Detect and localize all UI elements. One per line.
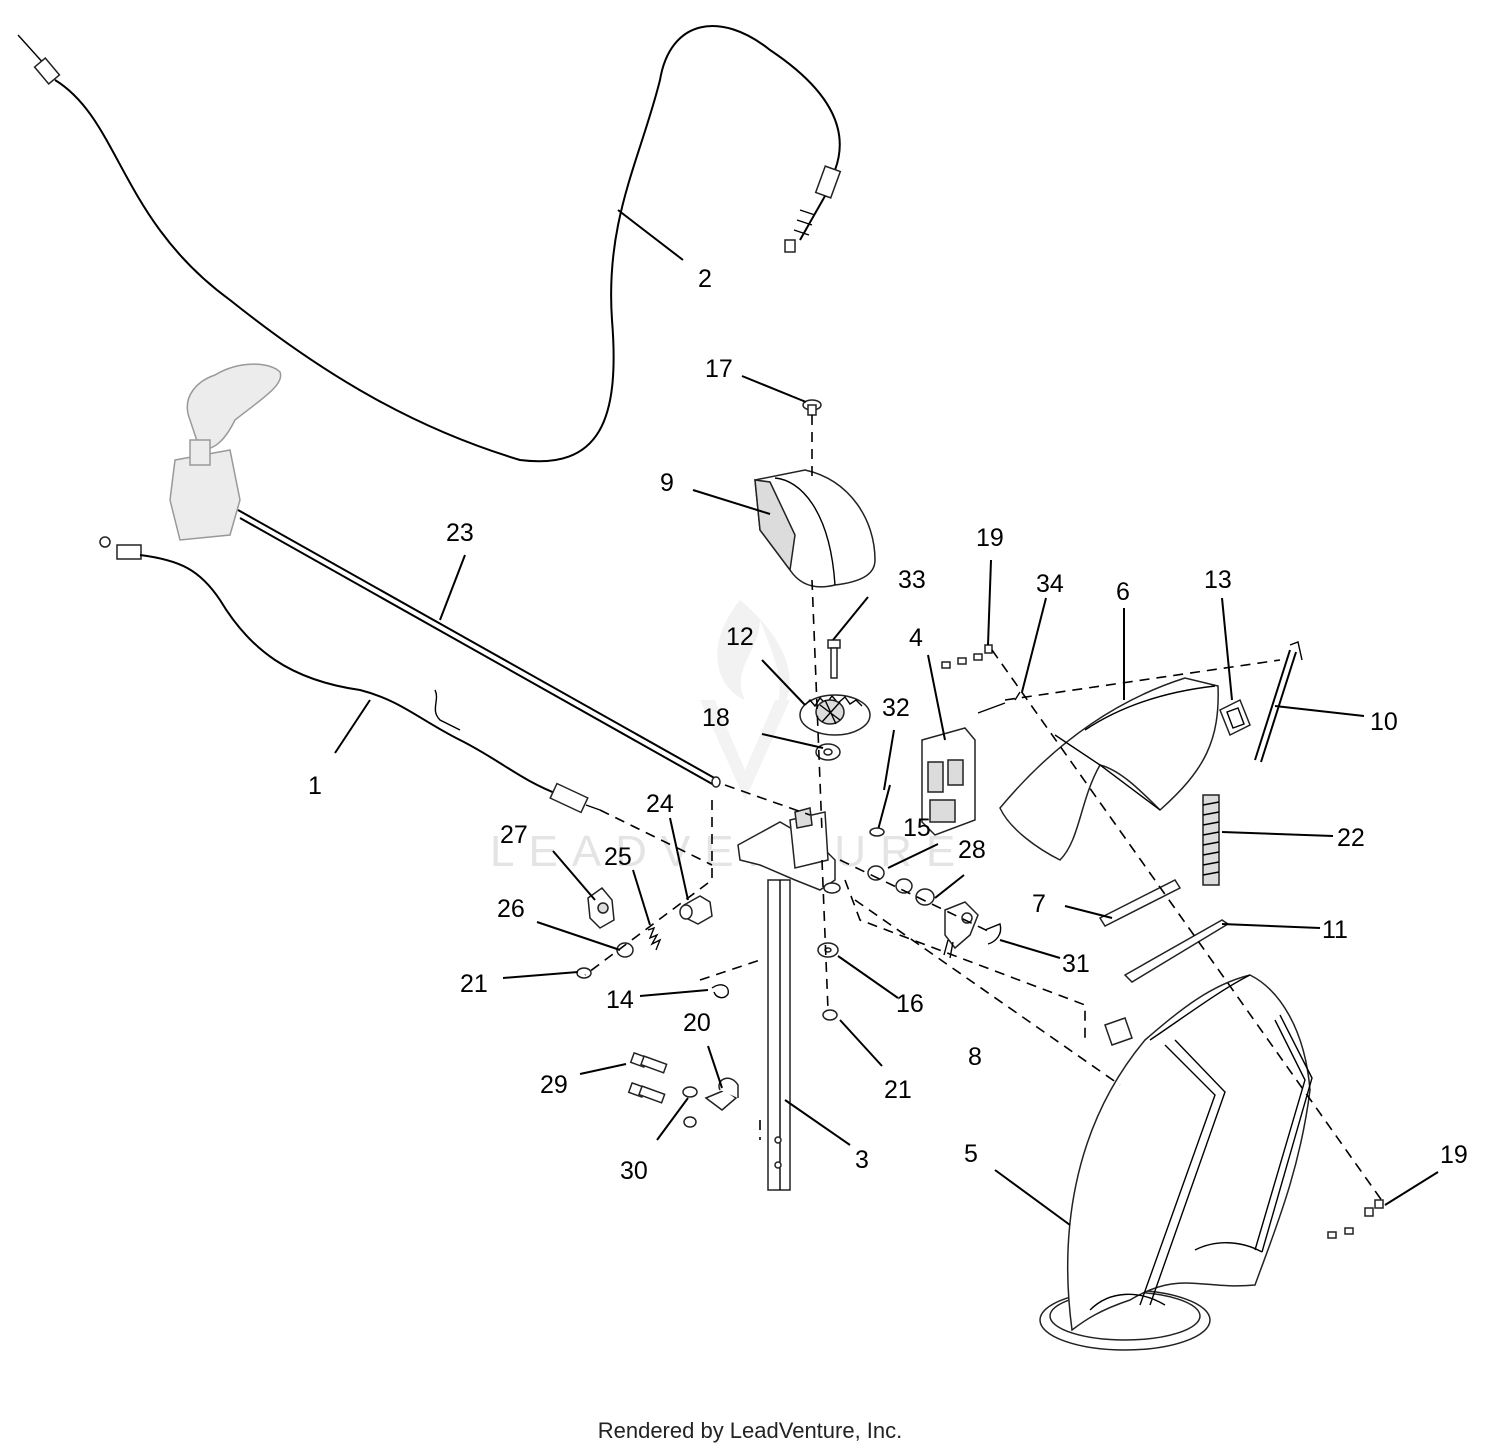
part-8-gear-bracket <box>943 901 979 959</box>
part-21-nut-right <box>822 1009 838 1021</box>
callout-7: 7 <box>1032 890 1046 918</box>
part-15-washer <box>867 865 885 881</box>
callout-18: 18 <box>702 704 730 732</box>
part-13-clip <box>1219 698 1251 737</box>
callout-16: 16 <box>896 990 924 1018</box>
part-6-deflector <box>999 677 1219 861</box>
part-4-bracket <box>921 727 976 836</box>
callout-27: 27 <box>500 821 528 849</box>
part-27-cam <box>587 886 615 929</box>
part-19-clips-bottom <box>1327 1199 1384 1239</box>
callout-33: 33 <box>898 566 926 594</box>
callout-13: 13 <box>1204 566 1232 594</box>
part-28-washers <box>895 878 935 906</box>
callout-8: 8 <box>968 1043 982 1071</box>
callout-22: 22 <box>1337 824 1365 852</box>
part-25-spring <box>647 926 662 951</box>
part-21-nut-left <box>576 967 592 979</box>
part-19-clips-top <box>941 644 993 669</box>
callout-24: 24 <box>646 790 674 818</box>
part-31-clip <box>984 923 1002 945</box>
watermark-text: LEADVENTURE <box>490 827 969 876</box>
callout-21-left: 21 <box>460 970 488 998</box>
part-1-cable <box>99 536 601 814</box>
callout-17: 17 <box>705 355 733 383</box>
assembly-lines <box>584 415 1386 1206</box>
part-23-shift-rod <box>169 363 721 788</box>
callout-32: 32 <box>882 694 910 722</box>
callout-34: 34 <box>1036 570 1064 598</box>
callout-26: 26 <box>497 895 525 923</box>
part-34-pins <box>977 691 1021 714</box>
part-5-chute <box>1039 974 1313 1351</box>
callout-3: 3 <box>855 1146 869 1174</box>
callout-23: 23 <box>446 519 474 547</box>
part-11-blade <box>1123 919 1230 983</box>
part-22-spring <box>1202 794 1220 886</box>
part-29-bolts <box>627 1051 668 1104</box>
leader-lines <box>334 209 1439 1226</box>
footer-credit: Rendered by LeadVenture, Inc. <box>597 1418 903 1443</box>
callout-30: 30 <box>620 1157 648 1185</box>
part-20-clamp <box>704 1077 739 1111</box>
callout-25: 25 <box>604 843 632 871</box>
part-32-bolt <box>869 784 891 837</box>
callout-5: 5 <box>964 1140 978 1168</box>
callout-12: 12 <box>726 623 754 651</box>
callout-4: 4 <box>909 624 923 652</box>
part-14-clip <box>711 984 729 999</box>
part-9-cover <box>754 469 876 588</box>
callout-9: 9 <box>660 469 674 497</box>
callout-19-bottom: 19 <box>1440 1141 1468 1169</box>
part-24-spacer <box>679 895 713 925</box>
callout-21-right: 21 <box>884 1076 912 1104</box>
callout-31: 31 <box>1062 950 1090 978</box>
callout-10: 10 <box>1370 708 1398 736</box>
part-33-bolt <box>827 639 841 679</box>
callouts: 1 2 3 4 5 6 7 8 9 10 11 12 13 14 15 16 1… <box>308 265 1468 1185</box>
callout-11: 11 <box>1322 916 1348 944</box>
part-7-hinge <box>1098 879 1182 927</box>
callout-14: 14 <box>606 986 634 1014</box>
part-3-shaft <box>737 807 841 1191</box>
callout-20: 20 <box>683 1009 711 1037</box>
callout-28: 28 <box>958 836 986 864</box>
callout-2: 2 <box>698 265 712 293</box>
part-16-washer <box>817 942 839 958</box>
callout-1: 1 <box>308 772 322 800</box>
callout-15: 15 <box>903 814 931 842</box>
part-12-gear <box>799 694 871 736</box>
part-2-cable <box>17 25 842 463</box>
part-30-nuts <box>682 1086 698 1128</box>
callout-6: 6 <box>1116 578 1130 606</box>
callout-29: 29 <box>540 1071 568 1099</box>
callout-19-top: 19 <box>976 524 1004 552</box>
